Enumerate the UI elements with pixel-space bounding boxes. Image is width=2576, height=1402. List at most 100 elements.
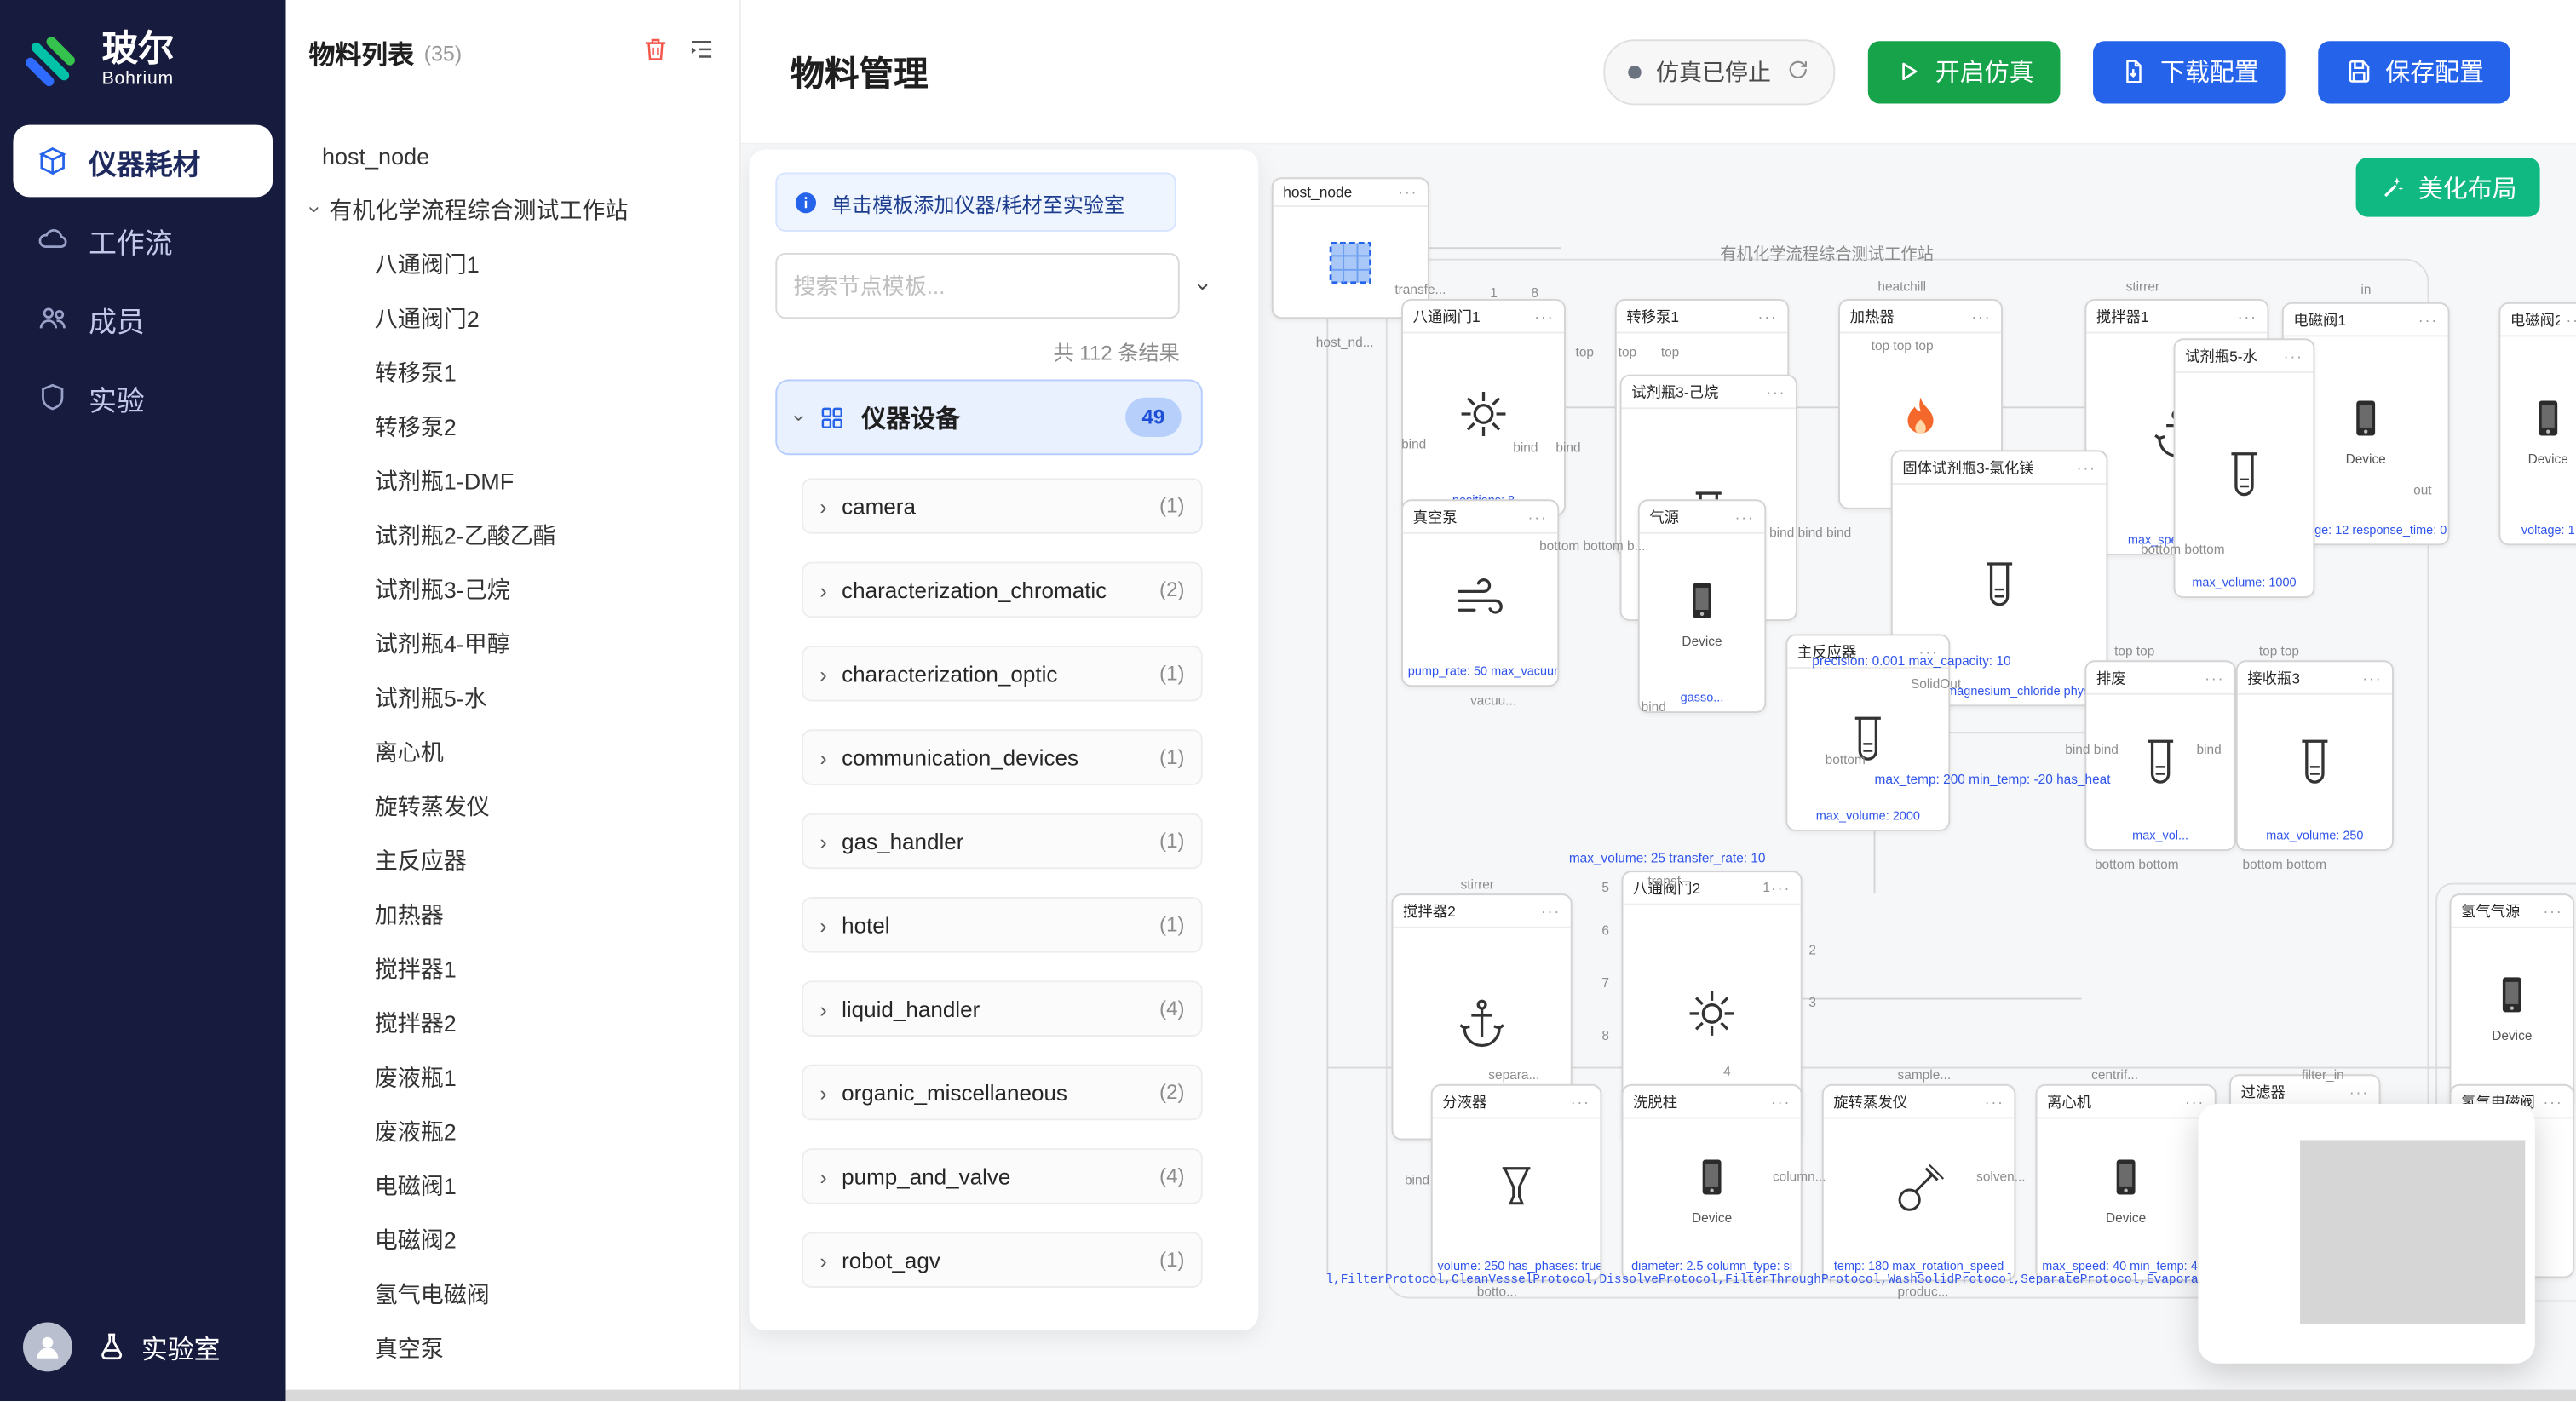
category-row[interactable]: ›characterization_optic(1) [802,645,1203,702]
tree-item[interactable]: 真空泵 [374,1334,444,1361]
tree-item[interactable]: 搅拌器1 [374,955,457,982]
category-row[interactable]: ›communication_devices(1) [802,729,1203,785]
tree-item[interactable]: 废液瓶1 [374,1063,457,1090]
category-row[interactable]: ›characterization_chromatic(2) [802,561,1203,618]
canvas-node[interactable]: 分液器···volume: 250 has_phases: true [1430,1083,1602,1282]
node-menu-icon[interactable]: ··· [1766,383,1786,400]
category-row[interactable]: ›gas_handler(1) [802,813,1203,870]
tree-item[interactable]: 转移泵1 [374,359,457,386]
node-menu-icon[interactable]: ··· [2566,311,2576,328]
material-list-title: 物料列表 [308,43,415,71]
node-menu-icon[interactable]: ··· [1527,508,1548,526]
category-row[interactable]: ›organic_miscellaneous(2) [802,1064,1203,1121]
node-menu-icon[interactable]: ··· [2543,902,2563,920]
tree-item[interactable]: 转移泵2 [374,413,457,440]
tree-item[interactable]: 氢气电磁阀 [374,1280,490,1307]
download-config-button[interactable]: 下载配置 [2092,40,2286,103]
tree-item[interactable]: 试剂瓶3-己烷 [374,575,510,602]
node-menu-icon[interactable]: ··· [2418,311,2439,328]
node-menu-icon[interactable]: ··· [1984,1093,2004,1110]
save-config-button[interactable]: 保存配置 [2318,40,2510,103]
device-label: Device [1692,1210,1733,1226]
sidebar-item-instruments[interactable]: 仪器耗材 [13,124,273,198]
node-menu-icon[interactable]: ··· [1771,879,1791,897]
tree-item[interactable]: 废液瓶2 [374,1118,457,1145]
node-header: 主反应器··· [1787,635,1949,669]
tree-item[interactable]: 旋转蒸发仪 [374,792,490,819]
tree-item[interactable]: 试剂瓶1-DMF [374,467,515,494]
tree-item[interactable]: 加热器 [374,900,444,928]
node-menu-icon[interactable]: ··· [2362,669,2383,687]
node-menu-icon[interactable]: ··· [1771,1093,1791,1110]
canvas-node[interactable]: 真空泵···pump_rate: 50 max_vacuum: 0.1 [1401,499,1560,687]
tree-item[interactable]: 搅拌器2 [374,1009,457,1036]
node-menu-icon[interactable]: ··· [2543,1093,2563,1110]
canvas-node[interactable]: 八通阀门1···positions: 8 [1401,299,1566,516]
canvas-node[interactable]: 氢气气源···Device_type: hydrogen [2449,893,2575,1107]
lab-entry[interactable]: 实验室 [95,1327,220,1366]
refresh-icon[interactable] [1785,57,1810,87]
panel-collapse-chevron[interactable]: › [1189,281,1218,290]
canvas-node[interactable]: 排废···max_vol... [2084,660,2236,852]
node-menu-icon[interactable]: ··· [1534,307,1555,325]
user-avatar[interactable] [23,1322,72,1372]
start-simulation-button[interactable]: 开启仿真 [1867,40,2061,103]
sidebar-item-label: 工作流 [89,227,173,259]
node-menu-icon[interactable]: ··· [2237,307,2257,325]
tree-item[interactable]: 离心机 [374,738,444,765]
minimap[interactable] [2198,1104,2535,1364]
beautify-layout-button[interactable]: 美化布局 [2355,158,2540,217]
node-params: volume: 250 has_phases: true [1437,1258,1601,1274]
tree-item[interactable]: 电磁阀1 [374,1172,457,1198]
category-row[interactable]: ›liquid_handler(4) [802,980,1203,1037]
topbar: 物料管理 仿真已停止 开启仿真 下载配置 保存配置 [740,0,2576,145]
node-menu-icon[interactable]: ··· [1570,1093,1590,1110]
node-menu-icon[interactable]: ··· [1757,307,1778,325]
minimap-viewport[interactable] [2300,1140,2526,1324]
node-menu-icon[interactable]: ··· [1918,643,1939,660]
node-menu-icon[interactable]: ··· [2076,459,2096,476]
node-menu-icon[interactable]: ··· [2349,1083,2370,1100]
category-row[interactable]: ›robot_agv(1) [802,1232,1203,1289]
tree-item[interactable]: 试剂瓶4-甲醇 [374,629,510,657]
category-row[interactable]: ›hotel(1) [802,897,1203,953]
tree-item-host-node[interactable]: host_node [322,141,430,169]
node-body [1274,207,1428,317]
delete-button[interactable] [641,34,670,72]
sidebar-item-experiments[interactable]: 实验 [13,361,273,434]
tree-group-workstation[interactable]: › 有机化学流程综合测试工作站 [286,182,739,237]
tree-item[interactable]: 八通阀门2 [374,304,480,331]
node-menu-icon[interactable]: ··· [1734,508,1755,526]
canvas-node[interactable]: 旋转蒸发仪···temp: 180 max_rotation_speed [1821,1083,2016,1282]
tree-item[interactable]: 主反应器 [374,847,467,874]
tree-item[interactable]: 八通阀门1 [374,250,480,277]
canvas-node[interactable]: host_node··· [1271,177,1429,319]
sidebar-item-workflow[interactable]: 工作流 [13,204,273,276]
canvas-node[interactable]: 接收瓶3···max_volume: 250 [2235,660,2394,852]
page-title: 物料管理 [790,55,929,93]
category-row[interactable]: ›camera(1) [802,478,1203,534]
horizontal-scrollbar[interactable] [285,1389,2576,1402]
canvas-node[interactable]: 主反应器···max_volume: 2000 [1785,634,1951,831]
node-menu-icon[interactable]: ··· [1541,902,1561,920]
template-search-input[interactable] [775,253,1180,319]
tree-item[interactable]: 试剂瓶5-水 [374,684,487,711]
category-row[interactable]: ›pump_and_valve(4) [802,1148,1203,1204]
canvas-node[interactable]: 试剂瓶5-水···max_volume: 1000 [2173,338,2315,599]
device-label: Device [2527,451,2568,467]
tree-item[interactable]: 试剂瓶2-乙酸乙酯 [374,521,556,549]
sidebar-item-members[interactable]: 成员 [13,283,273,355]
node-menu-icon[interactable]: ··· [2283,347,2303,365]
collapse-tree-button[interactable] [687,34,716,72]
canvas[interactable]: host_node···八通阀门1···positions: 8转移泵1···t… [740,144,2576,1402]
node-menu-icon[interactable]: ··· [2205,669,2225,687]
node-menu-icon[interactable]: ··· [1971,307,1992,325]
node-menu-icon[interactable]: ··· [1398,184,1418,201]
tree-item[interactable]: 电磁阀2 [374,1226,457,1253]
group-instruments[interactable]: › 仪器设备 49 [775,379,1203,456]
node-menu-icon[interactable]: ··· [2185,1093,2205,1110]
